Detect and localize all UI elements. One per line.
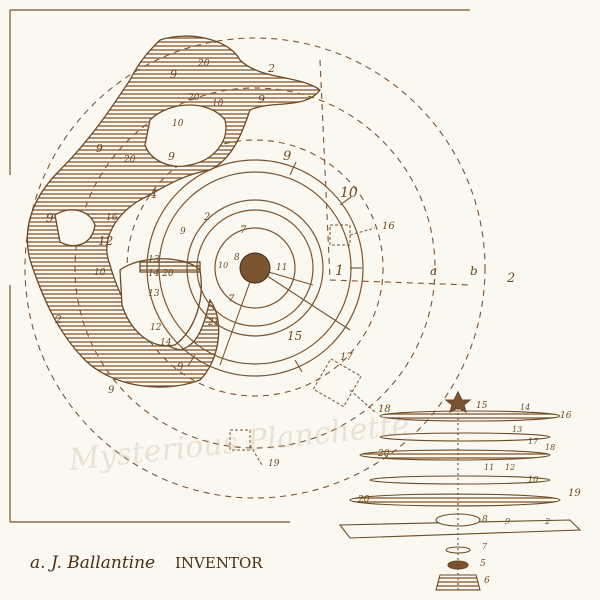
part-label-ex-5: 5: [480, 559, 486, 569]
map-label-lbl-11: 11: [276, 263, 287, 273]
map-label-lbl-20-b: 20: [187, 93, 200, 103]
map-label-lbl-14: 14: [160, 338, 172, 348]
disk-4: [370, 476, 550, 484]
map-label-lbl-12: 12: [98, 234, 113, 248]
center-hub: [240, 253, 270, 283]
map-label-lbl-2-inner: 2: [203, 212, 210, 223]
map-label-lbl-20-top: 20: [197, 59, 210, 69]
map-label-lbl-13-a: 13: [148, 255, 160, 265]
map-label-lbl-17: 17: [340, 352, 353, 363]
part-label-ex-2: 2: [544, 517, 550, 526]
map-label-lbl-2-left: 2: [54, 313, 62, 326]
map-label-lbl-b: b: [470, 264, 478, 278]
map-label-lbl-21: 21: [207, 318, 219, 328]
part-label-ex-10: 10: [528, 475, 538, 484]
map-label-lbl-18: 18: [378, 404, 391, 415]
map-label-lbl-19: 19: [268, 459, 280, 469]
map-label-lbl-7-b: 7: [228, 294, 235, 305]
part-label-ex-11: 11: [484, 463, 494, 472]
part-label-ex-13: 13: [512, 425, 522, 434]
map-label-lbl-9-f: 9: [177, 362, 184, 373]
map-label-lbl-9-b: 9: [258, 93, 265, 106]
part-label-ex-19: 19: [568, 488, 581, 499]
map-label-lbl-16-ring: 16: [382, 221, 395, 232]
map-label-lbl-2-top: 2: [267, 62, 275, 75]
part-label-ex-8: 8: [482, 515, 488, 525]
map-label-lbl-7-a: 7: [240, 225, 247, 236]
map-label-lbl-9-c: 9: [96, 142, 103, 155]
map-label-lbl-14-20: 14 20: [148, 269, 174, 279]
spindle-base: [436, 575, 480, 590]
map-label-lbl-16-left: 16: [106, 213, 118, 223]
map-label-lbl-9-left: 9: [46, 211, 54, 225]
map-label-lbl-10-b: 10: [172, 119, 184, 129]
map-label-lbl-4: 4: [149, 188, 157, 201]
map-label-lbl-15: 15: [287, 329, 302, 343]
inventor-label: INVENTOR: [175, 554, 263, 572]
part-label-ex-20a: 20: [377, 449, 390, 459]
part-label-ex-6: 6: [484, 576, 490, 586]
map-label-lbl-9-a: 9: [170, 68, 177, 81]
map-label-lbl-9-e: 9: [180, 227, 186, 237]
part-label-ex-14: 14: [520, 403, 530, 412]
part-label-ex-20b: 20: [357, 495, 370, 505]
disk-5: [350, 494, 560, 506]
part-label-ex-16: 16: [560, 411, 572, 421]
part-label-ex-12: 12: [505, 463, 515, 472]
map-label-lbl-13-b: 13: [148, 289, 160, 299]
part-label-ex-17: 17: [528, 437, 539, 446]
map-label-lbl-10-ring: 10: [340, 185, 358, 201]
map-label-lbl-10-c: 10: [94, 268, 106, 278]
map-label-lbl-9-d: 9: [168, 150, 175, 163]
map-label-lbl-8: 8: [234, 253, 240, 263]
map-label-lbl-20-c: 20: [123, 155, 136, 165]
map-label-lbl-9-ring: 9: [283, 149, 291, 164]
map-label-lbl-12-b: 12: [150, 323, 162, 333]
part-label-ex-9: 9: [505, 517, 510, 526]
part-label-ex-7: 7: [482, 542, 488, 551]
map-label-lbl-10-d: 10: [218, 261, 228, 270]
map-label-lbl-9-g: 9: [108, 385, 115, 396]
map-label-lbl-10-a: 10: [212, 99, 224, 109]
part-label-ex-15: 15: [476, 401, 488, 411]
map-label-lbl-2-right: 2: [506, 271, 515, 286]
part-label-ex-18: 18: [545, 443, 555, 452]
map-label-lbl-a: a: [430, 264, 437, 278]
hatched-landmass: [27, 36, 320, 387]
signature: a. J. Ballantine: [30, 553, 155, 573]
watermark: Mysterious Planchette: [66, 407, 411, 478]
map-label-lbl-1: 1: [335, 263, 344, 279]
